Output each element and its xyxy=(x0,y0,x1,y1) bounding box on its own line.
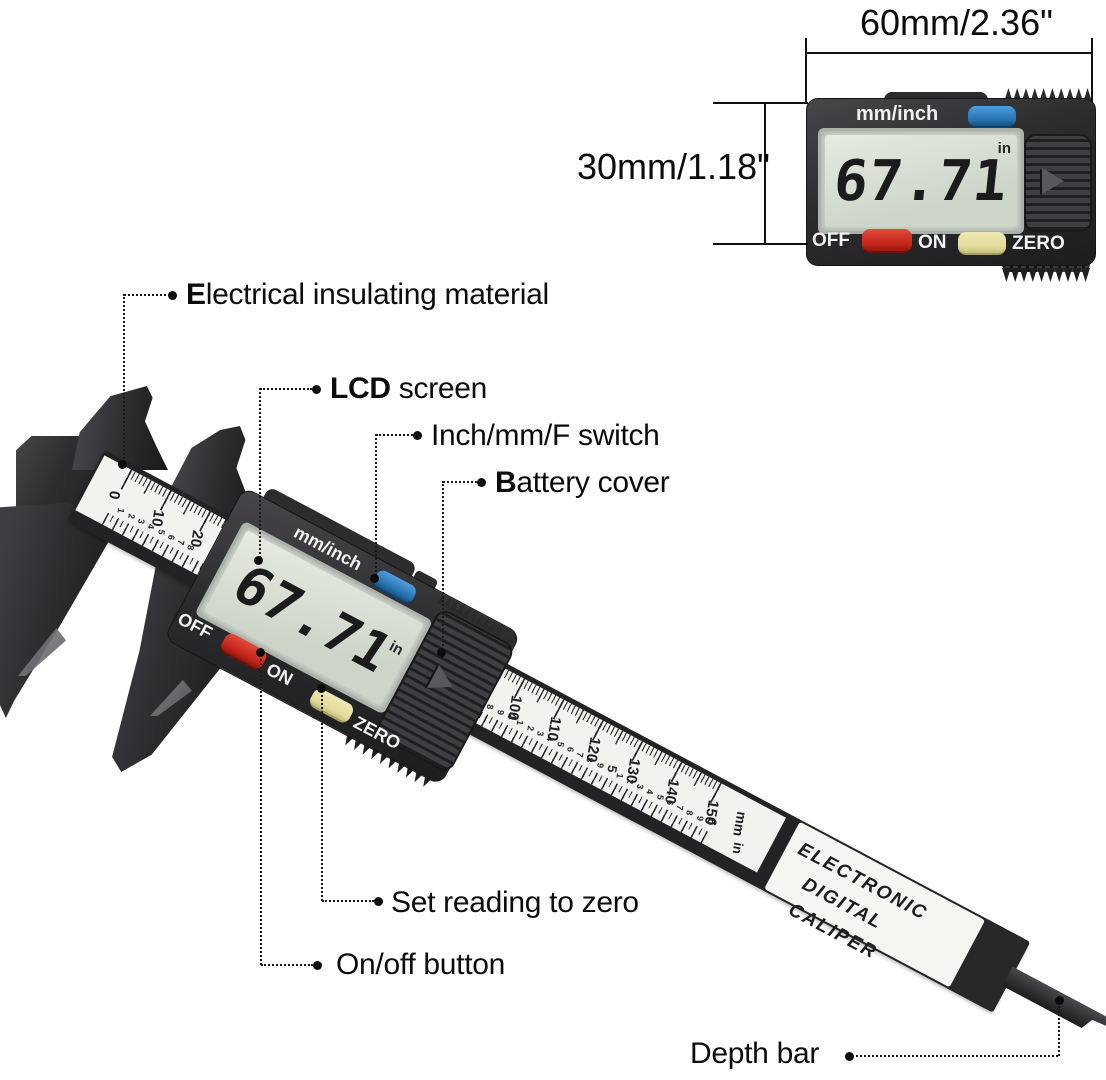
leader-line xyxy=(260,655,262,965)
height-dimension-line xyxy=(764,103,766,245)
annotation-text-bold: LCD xyxy=(330,372,391,405)
leader-line xyxy=(1058,1002,1060,1056)
inset-lcd-face: 67.71 in xyxy=(825,135,1017,227)
leader-line xyxy=(443,481,477,483)
leader-dot xyxy=(118,460,127,469)
leader-line xyxy=(442,481,444,650)
inset-lcd-unit: in xyxy=(997,140,1011,157)
leader-line xyxy=(321,690,323,901)
inset-bottom-serration xyxy=(1002,268,1090,282)
inset-on-label: ON xyxy=(918,232,947,253)
leader-dot xyxy=(374,897,383,906)
leader-line xyxy=(375,434,377,576)
inset-lcd-reading: 67.71 xyxy=(830,149,1012,214)
annotation-text: Set reading to zero xyxy=(391,886,639,919)
inset-battery-cover xyxy=(1024,134,1092,232)
leader-line xyxy=(322,900,374,902)
leader-dot xyxy=(256,648,265,657)
leader-dot xyxy=(317,684,326,693)
leader-line xyxy=(124,294,170,296)
brand-label: ELECTRONIC DIGITAL CALIPER xyxy=(764,821,986,988)
leader-dot xyxy=(312,385,321,394)
inset-mode-button xyxy=(968,106,1016,128)
leader-dot xyxy=(370,574,379,583)
annotation-lcd-screen: LCD screen xyxy=(330,372,487,406)
annotation-set-reading-zero: Set reading to zero xyxy=(391,886,639,920)
leader-line xyxy=(261,964,313,966)
inset-top-edge xyxy=(884,92,988,102)
leader-dot xyxy=(413,431,422,440)
annotation-text: lectrical insulating material xyxy=(205,278,549,311)
width-dimension-line xyxy=(806,52,1093,54)
height-dimension-tick-top xyxy=(713,102,808,104)
leader-dot xyxy=(168,291,177,300)
inset-onoff-button xyxy=(862,229,912,253)
leader-line xyxy=(376,434,413,436)
inset-off-label: OFF xyxy=(812,230,850,251)
leader-dot xyxy=(1055,996,1064,1005)
leader-line xyxy=(259,388,261,558)
height-dimension-tick-bottom xyxy=(713,243,808,245)
in-unit-label: in xyxy=(729,841,747,856)
width-dimension-tick-left xyxy=(805,38,807,102)
inset-lcd-screen: 67.71 in xyxy=(818,128,1024,234)
battery-top-serration xyxy=(436,593,503,637)
leader-line xyxy=(260,388,312,390)
display-slider-unit: mm/inch 67.71 in OFF ON ZERO xyxy=(156,476,525,799)
annotation-onoff-button: On/off button xyxy=(336,948,505,982)
leader-dot xyxy=(477,478,486,487)
depth-bar xyxy=(1002,967,1106,1039)
width-dimension-label: 60mm/2.36" xyxy=(860,2,1053,43)
annotation-battery-cover: Battery cover xyxy=(495,466,670,500)
annotation-text: Depth bar xyxy=(690,1037,820,1070)
leader-line xyxy=(856,1055,1058,1057)
inset-thumb-arrow-icon xyxy=(1042,168,1064,194)
annotation-text-bold: B xyxy=(495,466,517,499)
inset-mode-label: mm/inch xyxy=(856,103,939,125)
annotation-text-bold: E xyxy=(186,278,206,311)
annotation-text: screen xyxy=(390,372,488,405)
annotation-text: Inch/mm/F switch xyxy=(431,419,660,452)
annotation-electrical-insulating-material: Electrical insulating material xyxy=(186,278,549,312)
annotation-text: attery cover xyxy=(516,466,670,499)
leader-dot xyxy=(313,961,322,970)
leader-dot xyxy=(845,1052,854,1061)
height-dimension-label: 30mm/1.18" xyxy=(577,146,770,187)
annotation-depth-bar: Depth bar xyxy=(690,1037,819,1071)
leader-dot xyxy=(254,556,263,565)
inset-zero-label: ZERO xyxy=(1012,233,1065,254)
annotation-text: On/off button xyxy=(336,948,506,981)
inset-zero-button xyxy=(958,232,1006,255)
leader-line xyxy=(123,294,125,462)
leader-dot xyxy=(437,648,446,657)
width-dimension-tick-right xyxy=(1091,38,1093,102)
annotation-inch-mm-switch: Inch/mm/F switch xyxy=(431,419,660,453)
